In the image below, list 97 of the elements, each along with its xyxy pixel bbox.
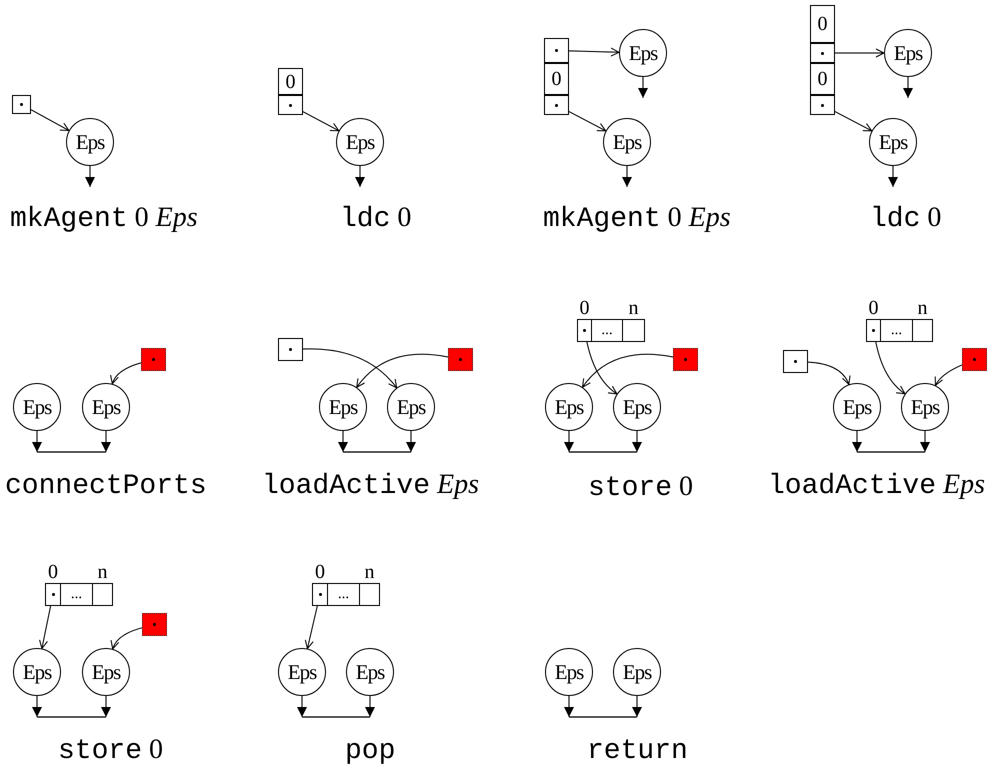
port-arrow — [920, 430, 930, 452]
instruction-caption: mkAgent 0 Eps — [10, 203, 198, 236]
port-arrow — [852, 430, 862, 452]
index-label: n — [918, 298, 928, 318]
agent-circle: Eps — [13, 648, 61, 696]
agent-circle: Eps — [66, 118, 114, 166]
agent-circle: Eps — [603, 118, 651, 166]
agent-circle: Eps — [901, 383, 949, 431]
port-arrow — [564, 430, 574, 452]
port-arrow — [85, 166, 95, 188]
stack-cell: 0 — [810, 5, 835, 43]
frame-cell: ... — [327, 583, 360, 606]
instruction-caption: mkAgent 0 Eps — [543, 203, 731, 236]
port-arrow — [297, 696, 307, 718]
instruction-caption: store 0 — [588, 472, 694, 505]
stack-cell — [544, 38, 569, 63]
active-port-box — [141, 348, 166, 371]
pointer-arrow — [30, 109, 70, 131]
pointer-arrow — [356, 354, 448, 388]
pointer-arrow — [304, 606, 318, 650]
instruction-caption: loadActive Eps — [262, 470, 480, 503]
pointer-arrow — [582, 354, 674, 388]
port-arrow — [101, 696, 111, 718]
agent-circle: Eps — [319, 383, 367, 431]
port-arrow — [32, 430, 42, 452]
instruction-caption: ldc 0 — [870, 203, 942, 236]
index-label: 0 — [315, 562, 325, 582]
instruction-caption: ldc 0 — [340, 203, 412, 236]
pointer-box — [12, 95, 31, 114]
port-arrow — [638, 76, 648, 98]
port-arrow — [406, 430, 416, 452]
agent-circle: Eps — [884, 29, 932, 77]
stack-cell — [544, 95, 569, 115]
pointer-arrow — [934, 364, 962, 386]
stack-cell: 0 — [278, 68, 303, 95]
pointer-arrow — [568, 111, 606, 132]
active-port-box — [142, 613, 167, 636]
stack-cell: 0 — [544, 63, 569, 95]
pointer-arrow — [39, 606, 52, 649]
port-arrow — [632, 430, 642, 452]
instruction-caption: connectPorts — [5, 470, 207, 503]
agent-circle: Eps — [833, 383, 881, 431]
agent-circle: Eps — [619, 29, 667, 77]
port-arrow — [101, 430, 111, 452]
agent-circle: Eps — [545, 383, 593, 431]
active-port-box — [962, 348, 987, 371]
index-label: n — [364, 562, 374, 582]
agent-circle: Eps — [545, 648, 593, 696]
index-label: 0 — [580, 298, 590, 318]
pointer-arrow — [808, 362, 850, 385]
port-arrow — [338, 430, 348, 452]
frame-cell: ... — [591, 319, 623, 342]
frame-cell: ... — [60, 583, 93, 606]
stack-cell — [810, 95, 835, 115]
pointer-arrow — [110, 362, 142, 384]
instruction-caption: loadActive Eps — [768, 470, 986, 503]
pointer-arrow — [302, 348, 398, 388]
agent-circle: Eps — [387, 383, 435, 431]
stack-cell: 0 — [810, 63, 835, 95]
port-arrow — [903, 76, 913, 98]
port-arrow — [622, 166, 632, 188]
pointer-arrow — [875, 342, 906, 394]
instruction-caption: return — [587, 735, 688, 765]
frame-cell: ... — [880, 319, 913, 342]
agent-circle: Eps — [336, 118, 384, 166]
instruction-caption: pop — [345, 735, 396, 765]
instruction-caption: store 0 — [58, 735, 164, 765]
pointer-arrow — [302, 111, 340, 132]
port-arrow — [32, 696, 42, 718]
pointer-arrow — [586, 342, 618, 394]
port-arrow — [564, 696, 574, 718]
agent-circle: Eps — [613, 648, 661, 696]
pointer-arrow — [834, 111, 872, 132]
pointer-box — [278, 338, 303, 361]
port-arrow — [355, 166, 365, 188]
port-arrow — [888, 166, 898, 188]
active-port-box — [448, 348, 473, 371]
agent-circle: Eps — [13, 383, 61, 431]
agent-circle: Eps — [346, 648, 394, 696]
index-label: n — [628, 298, 638, 318]
agent-circle: Eps — [278, 648, 326, 696]
index-label: n — [98, 562, 108, 582]
stack-cell — [810, 43, 835, 63]
pointer-arrow — [111, 627, 142, 650]
pointer-arrow — [568, 48, 620, 57]
port-arrow — [632, 696, 642, 718]
pointer-arrow — [834, 48, 884, 58]
stack-cell — [278, 95, 303, 115]
port-arrow — [365, 696, 375, 718]
active-port-box — [673, 348, 698, 371]
agent-circle: Eps — [82, 383, 130, 431]
pointer-box — [783, 350, 808, 373]
agent-circle: Eps — [82, 648, 130, 696]
agent-circle: Eps — [869, 118, 917, 166]
index-label: 0 — [48, 562, 58, 582]
agent-circle: Eps — [613, 383, 661, 431]
index-label: 0 — [868, 298, 878, 318]
